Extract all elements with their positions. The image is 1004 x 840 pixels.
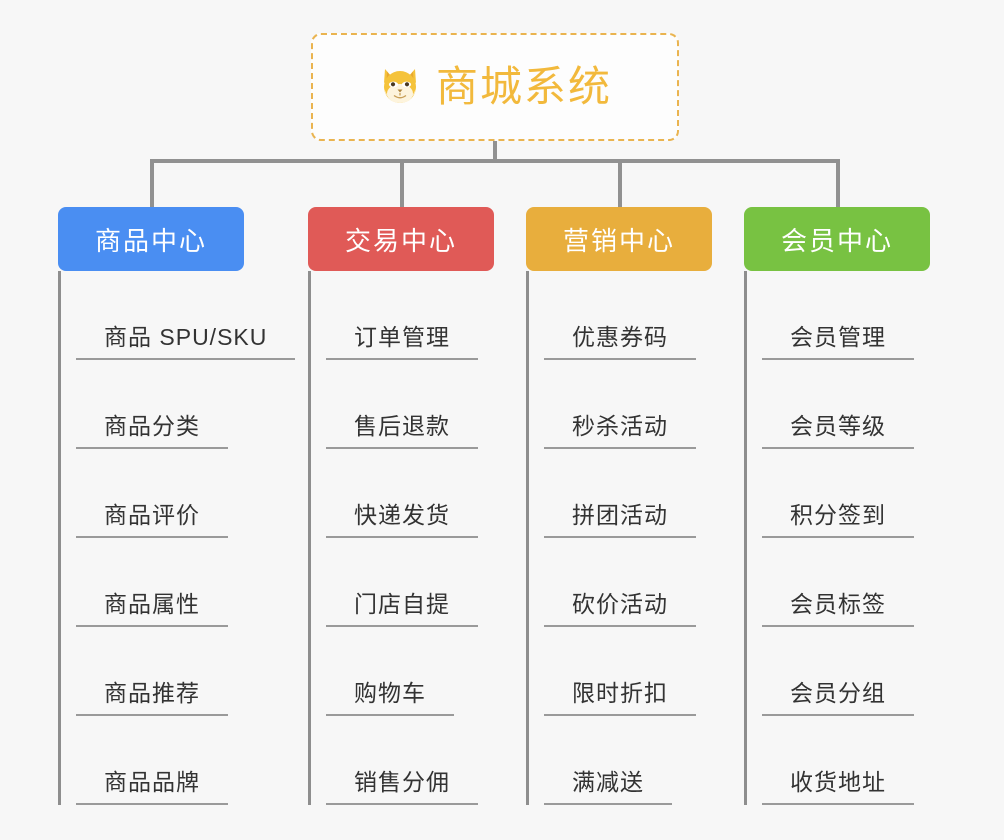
category-box-2[interactable]: 交易中心 bbox=[308, 207, 494, 271]
leaf-label: 商品品牌 bbox=[76, 768, 228, 805]
category-label-1: 商品中心 bbox=[94, 225, 207, 256]
leaf-label: 商品 SPU/SKU bbox=[76, 323, 296, 360]
leaf-spine-1 bbox=[58, 271, 61, 805]
connector-drop-3 bbox=[618, 159, 622, 207]
list-item[interactable]: 优惠券码 bbox=[544, 271, 712, 360]
list-item[interactable]: 会员管理 bbox=[762, 271, 930, 360]
root-title: 商城系统 bbox=[435, 63, 612, 110]
category-label-4: 会员中心 bbox=[780, 225, 893, 256]
category-box-1[interactable]: 商品中心 bbox=[58, 207, 244, 271]
list-item[interactable]: 会员分组 bbox=[762, 627, 930, 716]
leaf-label: 满减送 bbox=[544, 768, 672, 805]
list-item[interactable]: 满减送 bbox=[544, 716, 712, 805]
leaf-spine-2 bbox=[308, 271, 311, 805]
category-label-2: 交易中心 bbox=[344, 225, 457, 256]
list-item[interactable]: 购物车 bbox=[326, 627, 494, 716]
list-item[interactable]: 门店自提 bbox=[326, 538, 494, 627]
leaf-label: 商品推荐 bbox=[76, 679, 228, 716]
list-item[interactable]: 商品分类 bbox=[76, 360, 244, 449]
leaf-spine-3 bbox=[526, 271, 529, 805]
category-box-4[interactable]: 会员中心 bbox=[744, 207, 930, 271]
list-item[interactable]: 商品品牌 bbox=[76, 716, 244, 805]
list-item[interactable]: 商品 SPU/SKU bbox=[76, 271, 296, 360]
leaf-label: 门店自提 bbox=[326, 590, 478, 627]
leaf-list-2: 订单管理 售后退款 快递发货 门店自提 购物车 销售分佣 bbox=[308, 271, 494, 805]
leaf-label: 商品评价 bbox=[76, 501, 228, 538]
leaf-label: 收货地址 bbox=[762, 768, 914, 805]
list-item[interactable]: 限时折扣 bbox=[544, 627, 712, 716]
leaf-label: 会员标签 bbox=[762, 590, 914, 627]
connector-drop-2 bbox=[400, 159, 404, 207]
shiba-dog-face-icon bbox=[378, 63, 422, 114]
leaf-spine-4 bbox=[744, 271, 747, 805]
category-label-3: 营销中心 bbox=[562, 225, 675, 256]
list-item[interactable]: 销售分佣 bbox=[326, 716, 494, 805]
list-item[interactable]: 拼团活动 bbox=[544, 449, 712, 538]
list-item[interactable]: 商品属性 bbox=[76, 538, 244, 627]
list-item[interactable]: 快递发货 bbox=[326, 449, 494, 538]
leaf-label: 商品分类 bbox=[76, 412, 228, 449]
leaf-label: 拼团活动 bbox=[544, 501, 696, 538]
connector-root-stem bbox=[493, 141, 497, 163]
branch-column-4: 会员中心 会员管理 会员等级 积分签到 会员标签 会员分组 收货地址 bbox=[744, 207, 930, 805]
list-item[interactable]: 积分签到 bbox=[762, 449, 930, 538]
leaf-label: 销售分佣 bbox=[326, 768, 478, 805]
leaf-list-3: 优惠券码 秒杀活动 拼团活动 砍价活动 限时折扣 满减送 bbox=[526, 271, 712, 805]
leaf-label: 砍价活动 bbox=[544, 590, 696, 627]
leaf-label: 会员等级 bbox=[762, 412, 914, 449]
leaf-list-4: 会员管理 会员等级 积分签到 会员标签 会员分组 收货地址 bbox=[744, 271, 930, 805]
branch-column-1: 商品中心 商品 SPU/SKU 商品分类 商品评价 商品属性 商品推荐 商品品牌 bbox=[58, 207, 296, 805]
list-item[interactable]: 订单管理 bbox=[326, 271, 494, 360]
list-item[interactable]: 砍价活动 bbox=[544, 538, 712, 627]
list-item[interactable]: 会员标签 bbox=[762, 538, 930, 627]
leaf-label: 秒杀活动 bbox=[544, 412, 696, 449]
list-item[interactable]: 会员等级 bbox=[762, 360, 930, 449]
branch-column-2: 交易中心 订单管理 售后退款 快递发货 门店自提 购物车 销售分佣 bbox=[308, 207, 494, 805]
leaf-label: 会员分组 bbox=[762, 679, 914, 716]
leaf-label: 优惠券码 bbox=[544, 323, 696, 360]
leaf-label: 购物车 bbox=[326, 679, 454, 716]
leaf-label: 限时折扣 bbox=[544, 679, 696, 716]
connector-horizontal-bus bbox=[150, 159, 840, 163]
root-node[interactable]: 商城系统 bbox=[311, 33, 679, 141]
leaf-label: 会员管理 bbox=[762, 323, 914, 360]
list-item[interactable]: 收货地址 bbox=[762, 716, 930, 805]
list-item[interactable]: 商品推荐 bbox=[76, 627, 244, 716]
category-box-3[interactable]: 营销中心 bbox=[526, 207, 712, 271]
list-item[interactable]: 秒杀活动 bbox=[544, 360, 712, 449]
leaf-label: 售后退款 bbox=[326, 412, 478, 449]
list-item[interactable]: 售后退款 bbox=[326, 360, 494, 449]
leaf-label: 快递发货 bbox=[326, 501, 478, 538]
leaf-label: 商品属性 bbox=[76, 590, 228, 627]
leaf-label: 积分签到 bbox=[762, 501, 914, 538]
leaf-label: 订单管理 bbox=[326, 323, 478, 360]
branch-column-3: 营销中心 优惠券码 秒杀活动 拼团活动 砍价活动 限时折扣 满减送 bbox=[526, 207, 712, 805]
connector-drop-1 bbox=[150, 159, 154, 207]
connector-drop-4 bbox=[836, 159, 840, 207]
leaf-list-1: 商品 SPU/SKU 商品分类 商品评价 商品属性 商品推荐 商品品牌 bbox=[58, 271, 296, 805]
list-item[interactable]: 商品评价 bbox=[76, 449, 244, 538]
